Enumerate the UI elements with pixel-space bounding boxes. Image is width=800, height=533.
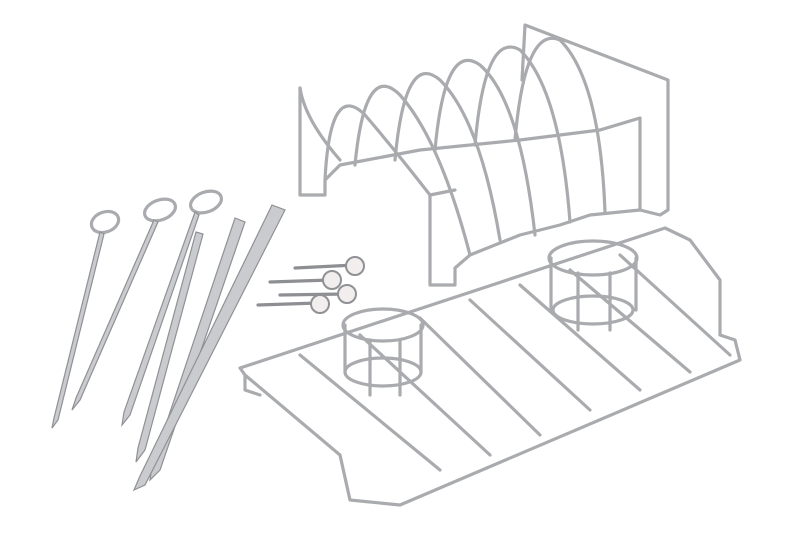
roasting-rack: [238, 226, 742, 507]
can-holder-left: [341, 307, 425, 397]
can-holder-right: [547, 239, 639, 332]
thermometers: [256, 256, 365, 314]
rack-bars: [298, 253, 732, 472]
rib-rack: [298, 23, 670, 287]
rib-arches: [323, 36, 607, 257]
skewers: [51, 189, 286, 492]
